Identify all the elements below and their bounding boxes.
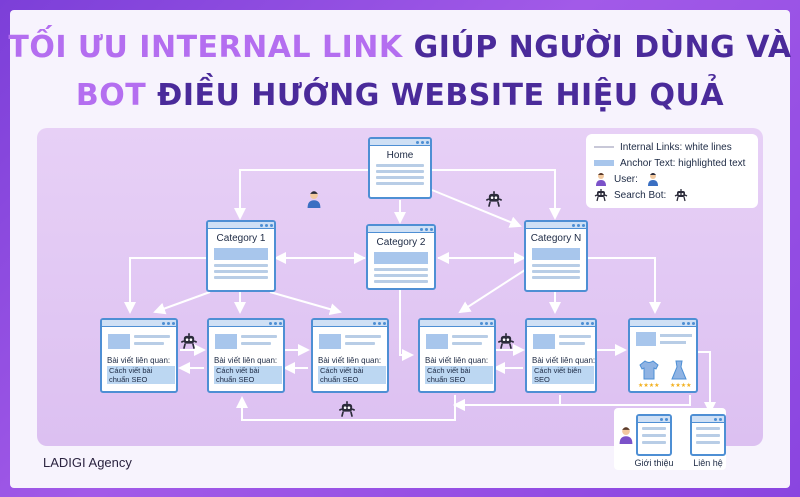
legend-anchor-text: Anchor Text: highlighted text: [594, 155, 750, 171]
search-bot-icon: [674, 189, 688, 202]
post-2-related: Bài viết liên quan:: [214, 356, 278, 365]
post-card-2: Bài viết liên quan: Cách viết bài chuẩn …: [207, 318, 285, 393]
about-label: Giới thiệu: [634, 458, 674, 468]
user-icon: [307, 191, 321, 208]
search-bot-icon: [180, 333, 198, 349]
post-card-1: Bài viết liên quan: Cách viết bài chuẩn …: [100, 318, 178, 393]
about-page-card: [636, 414, 672, 456]
post-4-related: Bài viết liên quan:: [425, 356, 489, 365]
product-page-card: ★★★★ ★★★★: [628, 318, 698, 393]
post-3-anchor: Cách viết bài chuẩn SEO: [318, 366, 386, 384]
brand-label: LADIGI Agency: [43, 455, 132, 470]
legend: Internal Links: white lines Anchor Text:…: [586, 134, 758, 208]
dress-icon: [671, 360, 687, 380]
post-1-anchor: Cách viết bài chuẩn SEO: [107, 366, 175, 384]
home-label: Home: [386, 150, 414, 161]
title-line-2: BOT ĐIỀU HƯỚNG WEBSITE HIỆU QUẢ: [0, 78, 800, 113]
post-card-3: Bài viết liên quan: Cách viết bài chuẩn …: [311, 318, 389, 393]
category-n-card: Category N: [524, 220, 588, 292]
legend-anchor-text-label: Anchor Text: highlighted text: [620, 157, 746, 169]
title-highlight-2: BOT: [75, 78, 147, 113]
category-1-card: Category 1: [206, 220, 276, 292]
post-5-anchor: Cách viết biên SEO: [532, 366, 594, 384]
tshirt-icon: [639, 360, 659, 380]
legend-search-bot: Search Bot:: [594, 187, 750, 203]
post-1-related: Bài viết liên quan:: [107, 356, 171, 365]
category-2-label: Category 2: [376, 237, 426, 248]
legend-internal-links: Internal Links: white lines: [594, 139, 750, 155]
home-page-card: Home: [368, 137, 432, 199]
search-bot-icon: [485, 191, 503, 207]
legend-internal-links-label: Internal Links: white lines: [620, 141, 732, 153]
post-card-5: Bài viết liên quan: Cách viết biên SEO: [525, 318, 597, 393]
post-card-4: Bài viết liên quan: Cách viết bài chuẩn …: [418, 318, 496, 393]
post-2-anchor: Cách viết bài chuẩn SEO: [214, 366, 282, 384]
legend-user-label: User:: [614, 173, 638, 185]
white-line-swatch: [594, 146, 614, 148]
contact-label: Liên hệ: [693, 458, 723, 468]
title-highlight-1: TỐI ƯU INTERNAL LINK: [8, 30, 403, 65]
post-3-related: Bài viết liên quan:: [318, 356, 382, 365]
post-4-anchor: Cách viết bài chuẩn SEO: [425, 366, 493, 384]
highlight-swatch: [594, 160, 614, 166]
category-n-label: Category N: [530, 233, 582, 244]
title-rest-1: GIÚP NGƯỜI DÙNG VÀ: [402, 30, 792, 65]
legend-search-bot-label: Search Bot:: [614, 189, 667, 201]
user-icon: [647, 173, 658, 186]
search-bot-icon: [594, 189, 608, 202]
category-1-label: Category 1: [216, 233, 266, 244]
title-line-1: TỐI ƯU INTERNAL LINK GIÚP NGƯỜI DÙNG VÀ: [0, 30, 800, 65]
legend-user: User:: [594, 171, 750, 187]
search-bot-icon: [497, 333, 515, 349]
user-icon: [596, 173, 606, 186]
search-bot-icon: [338, 401, 356, 417]
user-icon: [619, 427, 633, 444]
title-rest-2: ĐIỀU HƯỚNG WEBSITE HIỆU QUẢ: [146, 78, 725, 113]
category-2-card: Category 2: [366, 224, 436, 290]
post-5-related: Bài viết liên quan:: [532, 356, 596, 365]
contact-page-card: [690, 414, 726, 456]
